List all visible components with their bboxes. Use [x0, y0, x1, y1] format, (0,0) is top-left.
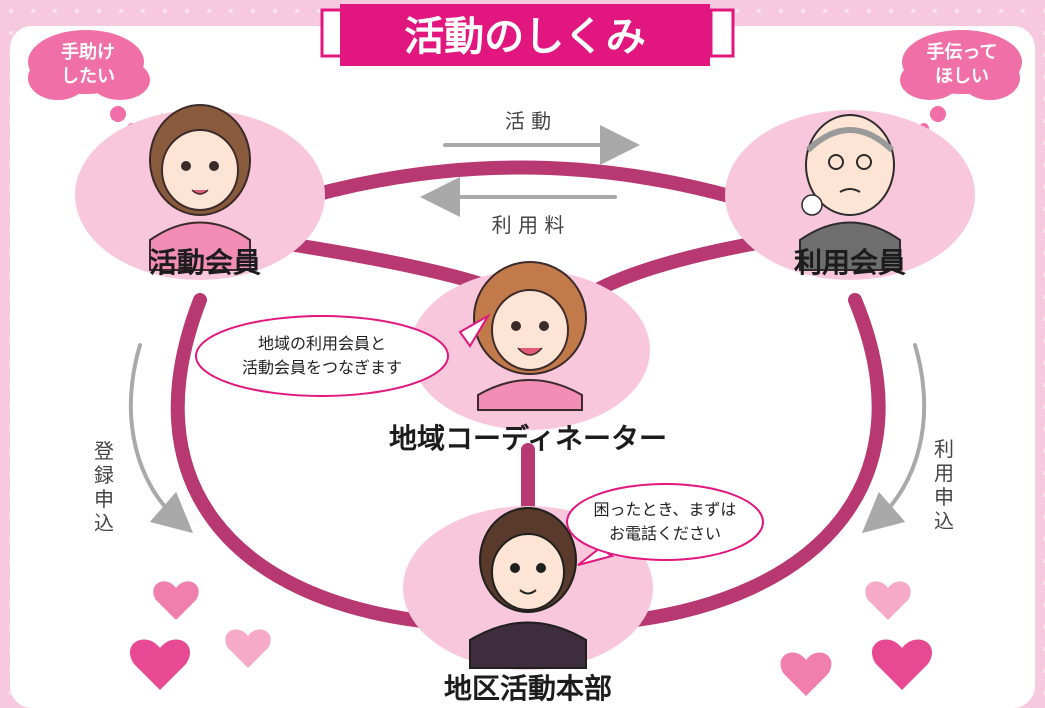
speech-bubble-coordinator: 地域の利用会員と 活動会員をつなぎます: [195, 313, 491, 397]
staff-figure-icon: [469, 507, 587, 669]
node-coordinator: 地域コーディネーター: [389, 261, 667, 455]
flow-label-fee: 利 用 料: [492, 213, 565, 237]
coordinator-figure-icon: [473, 261, 587, 411]
heart-icon: [871, 639, 933, 690]
thought-cloud-user: 手伝って ほしい: [900, 30, 1022, 133]
thought-cloud-helper: 手助け したい: [28, 30, 150, 133]
svg-text:地域の利用会員と: 地域の利用会員と: [258, 334, 386, 353]
svg-text:用: 用: [934, 461, 954, 485]
heart-icon: [129, 639, 191, 690]
node-helper: 活動会員: [75, 104, 325, 280]
flow-label-activity: 活 動: [505, 109, 551, 133]
svg-text:したい: したい: [61, 66, 115, 87]
node-label-coordinator: 地域コーディネーター: [389, 422, 667, 455]
flow-label-register: 登 録 申 込: [94, 439, 114, 535]
svg-text:込: 込: [94, 511, 114, 535]
elderly-figure-icon: [799, 114, 901, 271]
svg-text:登: 登: [94, 439, 114, 463]
svg-text:手伝って: 手伝って: [926, 41, 997, 63]
node-user: 利用会員: [725, 110, 975, 280]
svg-text:活動会員をつなぎます: 活動会員をつなぎます: [242, 358, 402, 377]
svg-text:困ったとき、まずは: 困ったとき、まずは: [594, 500, 737, 519]
heart-icon: [780, 652, 832, 696]
node-label-helper: 活動会員: [149, 246, 261, 279]
title-banner: 活動のしくみ: [320, 4, 735, 66]
heart-icons: [129, 581, 933, 696]
svg-text:利: 利: [934, 437, 954, 461]
svg-text:手助け: 手助け: [61, 41, 115, 63]
flow-label-apply: 利 用 申 込: [934, 437, 954, 533]
svg-text:申: 申: [94, 487, 114, 511]
svg-text:込: 込: [934, 509, 954, 533]
svg-text:お電話ください: お電話ください: [609, 524, 721, 543]
heart-icon: [225, 629, 271, 668]
flow-arrows: [128, 125, 927, 534]
helper-figure-icon: [149, 104, 251, 271]
heart-icon: [865, 581, 911, 620]
svg-text:ほしい: ほしい: [935, 66, 989, 87]
node-label-user: 利用会員: [794, 246, 906, 279]
page-title: 活動のしくみ: [404, 14, 646, 60]
node-label-hq: 地区活動本部: [444, 672, 612, 705]
speech-bubble-hq: 困ったとき、まずは お電話ください: [566, 483, 764, 566]
svg-text:申: 申: [934, 485, 954, 509]
heart-icon: [153, 581, 199, 620]
svg-text:録: 録: [94, 463, 114, 487]
